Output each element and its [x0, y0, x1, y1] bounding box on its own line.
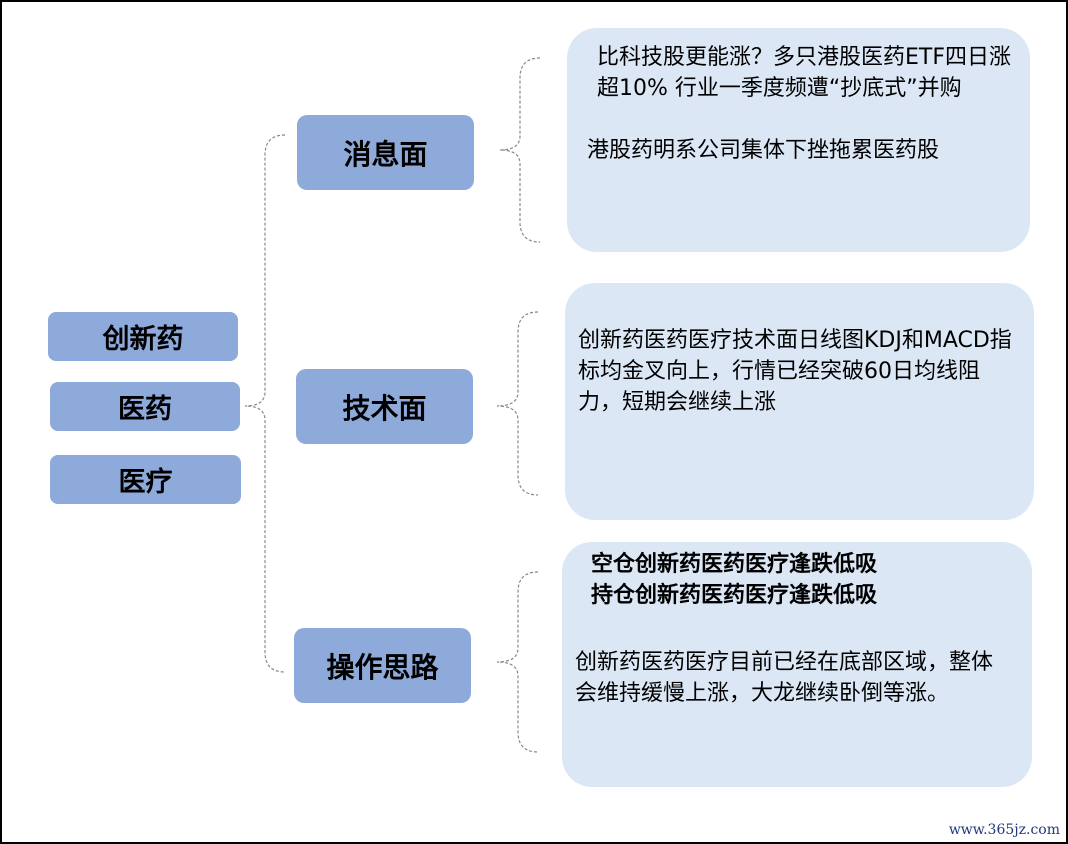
strategy-empty-position: 空仓创新药医药医疗逢跌低吸	[591, 552, 878, 577]
root-node-innovative-drugs: 创新药	[48, 312, 238, 361]
news-headline: 比科技股更能涨？多只港股医药ETF四日涨超10% 行业一季度频遭“抄底式”并购	[597, 45, 1011, 101]
root-node-medical: 医疗	[50, 455, 241, 504]
strategy-holding-position: 持仓创新药医药医疗逢跌低吸	[591, 583, 878, 608]
branch-strategy: 操作思路	[294, 628, 471, 703]
brace-news	[499, 57, 541, 243]
root-brace	[244, 134, 286, 673]
news-card: 比科技股更能涨？多只港股医药ETF四日涨超10% 行业一季度频遭“抄底式”并购 …	[567, 28, 1030, 252]
watermark: www.365jz.com	[948, 822, 1060, 838]
brace-strategy	[496, 571, 539, 753]
strategy-outlook: 创新药医药医疗目前已经在底部区域，整体会维持缓慢上涨，大龙继续卧倒等涨。	[575, 650, 994, 706]
news-item: 港股药明系公司集体下挫拖累医药股	[587, 138, 940, 163]
branch-technical: 技术面	[296, 369, 473, 444]
strategy-card: 空仓创新药医药医疗逢跌低吸 持仓创新药医药医疗逢跌低吸 创新药医药医疗目前已经在…	[562, 542, 1032, 787]
brace-technical	[496, 311, 539, 496]
branch-news: 消息面	[297, 115, 474, 190]
technical-analysis: 创新药医药医疗技术面日线图KDJ和MACD指标均金叉向上，行情已经突破60日均线…	[578, 328, 1012, 415]
root-node-pharma: 医药	[50, 382, 240, 431]
technical-card: 创新药医药医疗技术面日线图KDJ和MACD指标均金叉向上，行情已经突破60日均线…	[565, 283, 1034, 520]
